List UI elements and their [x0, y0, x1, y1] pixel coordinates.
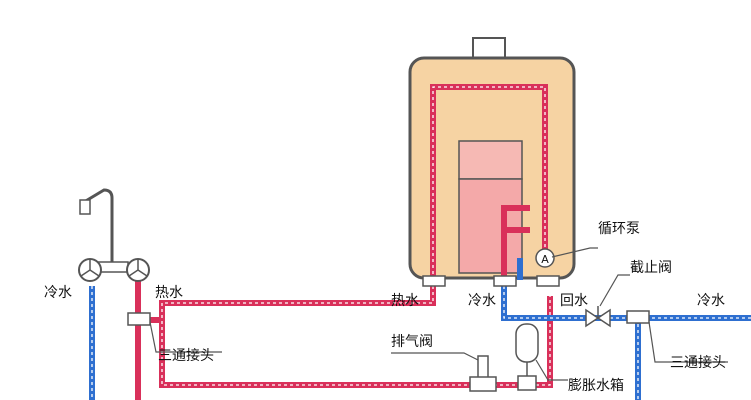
air-vent-valve-icon	[469, 355, 497, 392]
cold-pipe-highlight	[91, 280, 751, 400]
tee-joint-right	[626, 310, 650, 324]
valve-icon[interactable]	[585, 306, 611, 328]
tee-joint-left	[127, 312, 151, 326]
faucet-icon	[78, 188, 150, 282]
label-expansion-tank: 膨胀水箱	[568, 377, 624, 394]
cold-inlet-connector	[493, 275, 517, 287]
water-heater-unit	[408, 37, 576, 280]
label-hot-water-outlet: 热水	[391, 293, 419, 309]
label-cold-water-inlet: 冷水	[468, 293, 496, 309]
label-air-vent-valve: 排气阀	[391, 334, 433, 350]
heat-exchanger-branch	[501, 205, 530, 280]
heat-exchanger-top	[458, 140, 523, 180]
label-tee-left: 三通接头	[158, 347, 214, 364]
pump-icon: A	[535, 248, 555, 268]
label-hot-water-faucet: 热水	[155, 285, 183, 301]
hot-pipe-highlight	[161, 86, 551, 386]
return-connector	[536, 275, 560, 287]
tank-icon	[515, 323, 539, 391]
label-return-water: 回水	[560, 293, 588, 309]
label-cold-water-left: 冷水	[44, 285, 72, 301]
pump-symbol: A	[541, 253, 549, 266]
label-cold-water-right: 冷水	[697, 293, 725, 309]
label-circulation-pump: 循环泵	[598, 221, 640, 237]
heat-exchanger-bottom	[458, 178, 523, 274]
label-tee-right: 三通接头	[670, 354, 726, 371]
hot-outlet-connector	[422, 275, 446, 287]
label-stop-valve: 截止阀	[630, 260, 672, 276]
leader-lines	[149, 247, 728, 381]
